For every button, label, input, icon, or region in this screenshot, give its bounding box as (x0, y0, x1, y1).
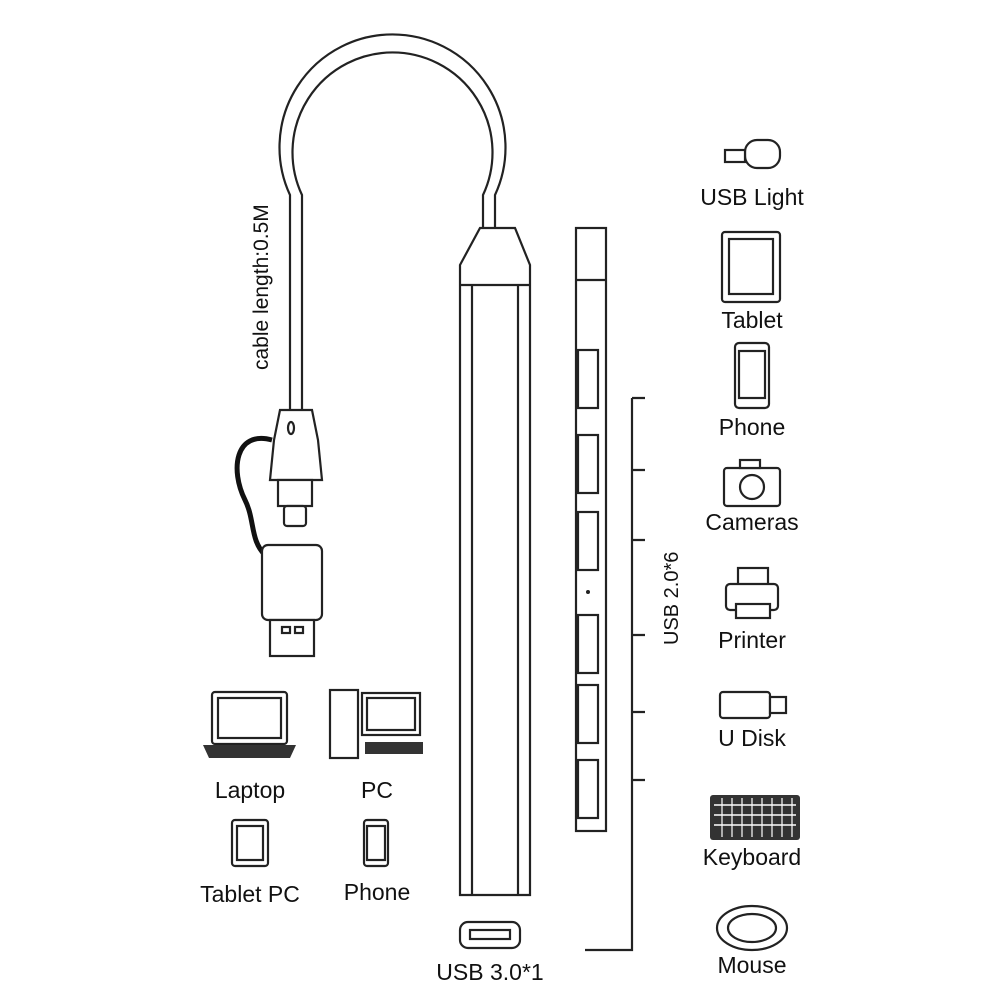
hub-front-view (458, 226, 532, 897)
laptop-icon (203, 690, 296, 758)
host-label: Tablet PC (200, 881, 300, 907)
type-c-connector (268, 408, 324, 528)
tablet-pc-icon (230, 818, 270, 868)
device-label: Mouse (717, 952, 786, 978)
device-label: USB Light (700, 184, 804, 210)
usb-a-connector (260, 543, 324, 658)
hub-side-view (574, 226, 608, 833)
host-label: Phone (344, 879, 411, 905)
host-label: PC (361, 777, 393, 803)
keyboard-icon (710, 795, 800, 840)
device-label: U Disk (718, 725, 786, 751)
device-label: Keyboard (703, 844, 801, 870)
camera-icon (722, 458, 782, 508)
usb-light-icon (723, 138, 782, 170)
u-disk-icon (718, 690, 788, 720)
mouse-icon (715, 904, 789, 952)
port-bracket (585, 396, 645, 952)
tether-cord (234, 435, 273, 557)
device-label: Printer (718, 627, 786, 653)
pc-icon (328, 688, 423, 760)
device-label: Tablet (721, 307, 783, 333)
phone-host-icon (362, 818, 390, 868)
device-label: Cameras (705, 509, 798, 535)
printer-icon (724, 566, 780, 620)
device-label: Phone (719, 414, 786, 440)
usb2-label: USB 2.0*6 (661, 552, 683, 645)
cable-length-label: cable length:0.5M (250, 204, 273, 370)
usb3-port-icon (458, 920, 522, 950)
usb2-ports (576, 348, 600, 820)
host-label: Laptop (215, 777, 285, 803)
cable (278, 33, 507, 420)
phone-icon (733, 341, 771, 410)
usb3-label: USB 3.0*1 (436, 959, 543, 985)
tablet-icon (720, 230, 782, 304)
